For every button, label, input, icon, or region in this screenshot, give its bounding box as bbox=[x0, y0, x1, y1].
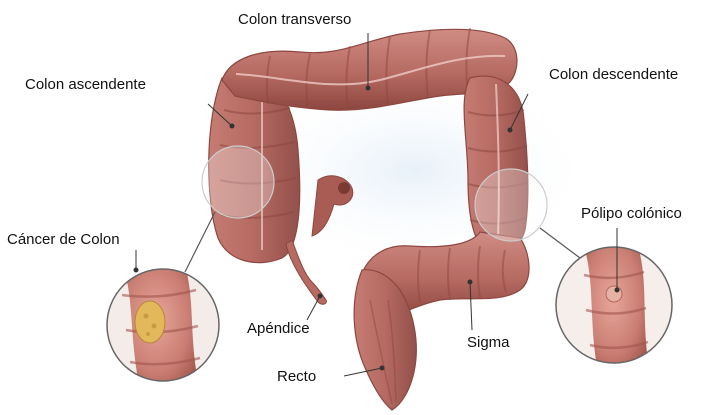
label-polipo-colonico: Pólipo colónico bbox=[581, 205, 682, 223]
label-sigma: Sigma bbox=[467, 334, 510, 352]
label-cancer-de-colon: Cáncer de Colon bbox=[7, 231, 120, 249]
label-recto: Recto bbox=[277, 368, 316, 386]
polyp-mass bbox=[606, 286, 622, 302]
label-colon-ascendente: Colon ascendente bbox=[25, 76, 146, 94]
polyp-magnifier bbox=[556, 240, 672, 372]
cancer-magnifier bbox=[105, 262, 221, 390]
ascending-highlight-ring bbox=[202, 146, 274, 218]
label-colon-transverso: Colon transverso bbox=[238, 11, 351, 29]
label-apendice: Apéndice bbox=[247, 320, 310, 338]
tumor-mass bbox=[135, 301, 165, 343]
cancer-magnifier-connector bbox=[185, 212, 215, 272]
descending-highlight-ring bbox=[475, 169, 547, 241]
label-colon-descendente: Colon descendente bbox=[549, 66, 678, 84]
